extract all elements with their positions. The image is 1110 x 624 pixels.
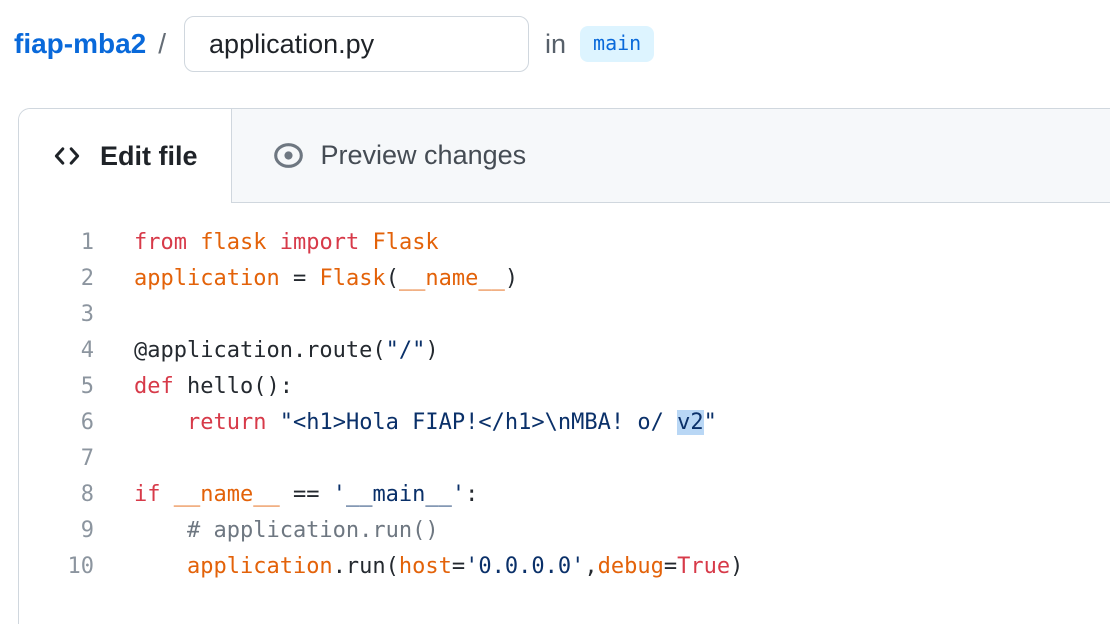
tab-preview-changes[interactable]: Preview changes	[232, 109, 571, 202]
file-editor-panel: Edit file Preview changes 1 from flask im…	[18, 108, 1110, 624]
line-number: 3	[80, 302, 94, 327]
line-content: @application.route("/")	[134, 338, 439, 363]
tab-edit-file-label: Edit file	[100, 140, 198, 171]
line-content	[94, 441, 134, 477]
line-number: 9	[80, 518, 94, 543]
tab-preview-changes-label: Preview changes	[320, 140, 527, 170]
line-number: 5	[80, 374, 94, 399]
code-line[interactable]: 8 if __name__ == '__main__':	[19, 477, 1110, 513]
tab-bar-rest: Preview changes	[231, 109, 1110, 203]
code-line[interactable]: 10 application.run(host='0.0.0.0',debug=…	[19, 549, 1110, 585]
line-number: 10	[67, 554, 95, 579]
code-line[interactable]: 9 # application.run()	[19, 513, 1110, 549]
line-content: def hello():	[134, 374, 293, 399]
line-number: 6	[80, 410, 94, 435]
breadcrumb-separator: /	[158, 28, 167, 59]
line-content: return "<h1>Hola FIAP!</h1>\nMBA! o/ v2"	[186, 410, 717, 435]
line-content: if __name__ == '__main__':	[134, 482, 479, 507]
tab-bar: Edit file Preview changes	[19, 109, 1110, 203]
code-line[interactable]: 6 return "<h1>Hola FIAP!</h1>\nMBA! o/ v…	[19, 405, 1110, 441]
code-icon	[49, 142, 85, 170]
code-line[interactable]: 4 @application.route("/")	[19, 333, 1110, 369]
eye-icon	[273, 140, 304, 171]
code-lines: 1 from flask import Flask 2 application = F…	[19, 225, 1110, 585]
line-number: 7	[80, 446, 94, 471]
line-content: application = Flask(__name__)	[134, 266, 519, 291]
line-number: 8	[80, 482, 94, 507]
code-line[interactable]: 5 def hello():	[19, 369, 1110, 405]
code-line[interactable]: 2 application = Flask(__name__)	[19, 261, 1110, 297]
breadcrumb: fiap-mba2 / in main	[0, 0, 1110, 72]
line-content: application.run(host='0.0.0.0',debug=Tru…	[186, 554, 744, 579]
line-content: # application.run()	[134, 518, 439, 543]
in-label: in	[545, 28, 567, 59]
code-line[interactable]: 1 from flask import Flask	[19, 225, 1110, 261]
filename-input[interactable]	[184, 16, 530, 72]
code-line[interactable]: 3	[19, 297, 1110, 333]
repo-link[interactable]: fiap-mba2	[14, 28, 147, 59]
branch-badge: main	[580, 26, 655, 62]
line-content	[94, 297, 134, 333]
code-editor[interactable]: 1 from flask import Flask 2 application = F…	[19, 203, 1110, 585]
line-number: 2	[80, 266, 94, 291]
line-number: 1	[80, 230, 94, 255]
code-line[interactable]: 7	[19, 441, 1110, 477]
line-number: 4	[80, 338, 94, 363]
line-content: from flask import Flask	[134, 230, 439, 255]
tab-edit-file[interactable]: Edit file	[19, 109, 232, 203]
